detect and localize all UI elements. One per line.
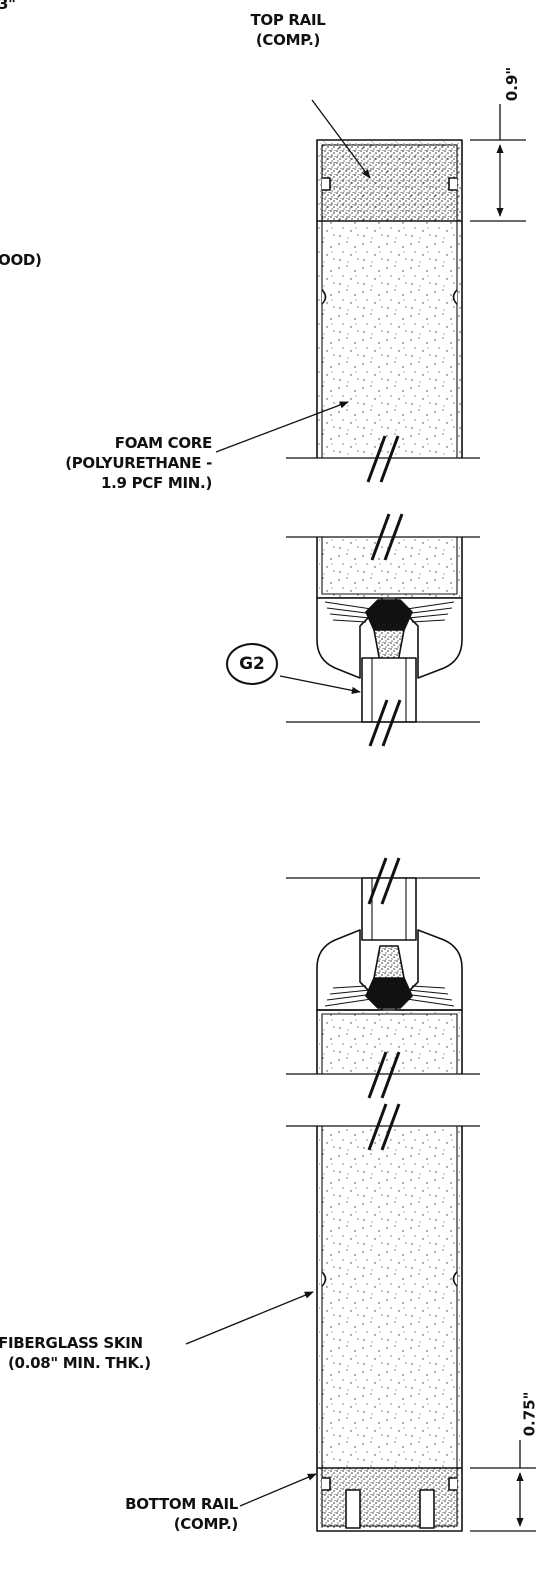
skin-groove-left bbox=[321, 289, 327, 305]
break-mark bbox=[368, 699, 402, 747]
label-foam-core-line3: 1.9 PCF MIN.) bbox=[101, 474, 212, 492]
dimension-label-top-rail: 0.9" bbox=[503, 66, 522, 102]
break-mark bbox=[367, 1103, 401, 1151]
dimension-top-rail bbox=[470, 104, 526, 222]
bottom-rail-slot bbox=[419, 1489, 435, 1529]
glass-unit bbox=[361, 657, 417, 723]
leader-glazing-tag bbox=[279, 675, 361, 694]
skin-groove-right bbox=[452, 289, 458, 305]
label-fiberglass-skin-line2: (0.08" MIN. THK.) bbox=[8, 1354, 151, 1372]
glazing-tag-g2: G2 bbox=[226, 643, 278, 685]
label-top-rail-line1: TOP RAIL bbox=[250, 11, 326, 29]
skin-groove-left bbox=[321, 1271, 327, 1287]
bottom-rail-slot bbox=[345, 1489, 361, 1529]
leader-fiberglass-skin bbox=[185, 1291, 314, 1345]
glazing-segment-lower bbox=[286, 877, 480, 1075]
label-foam-core-line1: FOAM CORE bbox=[114, 434, 213, 452]
label-partial-top-left: 3" bbox=[0, 0, 16, 13]
label-fiberglass-skin: FIBERGLASS SKIN (0.08" MIN. THK.) bbox=[0, 1333, 151, 1373]
label-top-rail: TOP RAIL (COMP.) bbox=[238, 10, 338, 50]
label-bottom-rail-line1: BOTTOM RAIL bbox=[125, 1495, 238, 1513]
top-rail-notch-right bbox=[448, 177, 457, 191]
skin-groove-right bbox=[452, 1271, 458, 1287]
label-foam-core-line2: (POLYURETHANE - bbox=[65, 454, 212, 472]
top-rail-fill bbox=[320, 143, 459, 221]
top-segment bbox=[286, 139, 480, 459]
label-bottom-rail: BOTTOM RAIL (COMP.) bbox=[80, 1494, 238, 1534]
glazing-segment-upper bbox=[286, 536, 480, 723]
break-mark bbox=[367, 857, 401, 905]
glazing-seal bbox=[365, 977, 413, 1009]
leader-foam-core bbox=[215, 401, 349, 453]
leader-top-rail bbox=[311, 99, 371, 179]
dimension-bottom-rail bbox=[470, 1440, 536, 1532]
label-top-rail-line2: (COMP.) bbox=[255, 31, 321, 49]
label-partial-wood: OOD) bbox=[0, 251, 42, 269]
bottom-rail-notch-left bbox=[322, 1477, 331, 1491]
break-mark bbox=[366, 435, 400, 483]
break-mark bbox=[370, 513, 404, 561]
bottom-rail-notch-right bbox=[448, 1477, 457, 1491]
top-rail-notch-left bbox=[322, 177, 331, 191]
bottom-rail-fill bbox=[320, 1468, 459, 1528]
label-foam-core: FOAM CORE (POLYURETHANE - 1.9 PCF MIN.) bbox=[40, 433, 212, 493]
break-mark bbox=[367, 1051, 401, 1099]
leader-bottom-rail bbox=[239, 1473, 317, 1507]
label-bottom-rail-line2: (COMP.) bbox=[173, 1515, 239, 1533]
bottom-segment bbox=[286, 1125, 480, 1532]
label-fiberglass-skin-line1: FIBERGLASS SKIN bbox=[0, 1334, 143, 1352]
dimension-label-bottom-rail: 0.75" bbox=[520, 1391, 539, 1437]
